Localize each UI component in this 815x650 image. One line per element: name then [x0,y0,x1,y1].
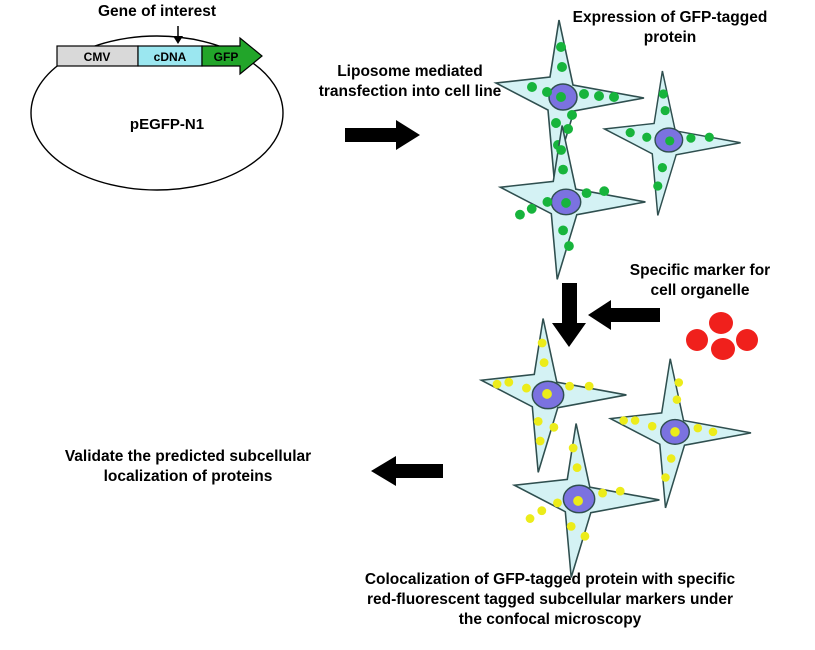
colocalization-line-2: red-fluorescent tagged subcellular marke… [366,591,734,608]
colocalization-line-1: Colocalization of GFP-tagged protein wit… [364,571,736,588]
cell-icon [609,357,752,509]
marker-line-1: Specific marker for [629,262,771,279]
cell-icon [603,70,742,217]
cell-icon [495,19,645,178]
validate-label: Validate the predicted subcellular local… [28,447,348,487]
transfection-line-1: Liposome mediated [337,63,483,80]
expression-line-1: Expression of GFP-tagged [572,9,768,26]
cmv-label: CMV [84,50,111,64]
plasmid-label: pEGFP-N1 [130,116,204,133]
arrow-left-icon [371,456,443,486]
transfection-label: Liposome mediated transfection into cell… [290,62,530,102]
marker-label: Specific marker for cell organelle [590,261,810,301]
gene-arrow-icon [173,26,183,44]
arrow-left-icon [588,300,660,330]
red-marker-icon [686,312,758,360]
cell-icon [499,124,647,281]
plasmid-circle [30,35,284,191]
transfection-line-2: transfection into cell line [318,83,502,100]
marker-line-2: cell organelle [650,282,750,299]
colocalization-line-3: the confocal microscopy [458,611,642,628]
expression-label: Expression of GFP-tagged protein [545,8,795,48]
gfp-segment [201,36,263,76]
gfp-label: GFP [214,50,239,64]
validate-line-1: Validate the predicted subcellular [64,448,312,465]
cdna-label: cDNA [154,50,187,64]
cell-icon [480,317,628,474]
colocalization-label: Colocalization of GFP-tagged protein wit… [315,570,785,630]
arrow-down-icon [552,283,586,347]
validate-line-2: localization of proteins [103,468,273,485]
arrow-right-icon [345,120,420,150]
plasmid-icon: CMV cDNA GFP pEGFP-N1 [30,35,284,191]
cell-icon [513,422,661,579]
expression-line-2: protein [643,29,697,46]
gene-of-interest-label: Gene of interest [98,3,216,20]
